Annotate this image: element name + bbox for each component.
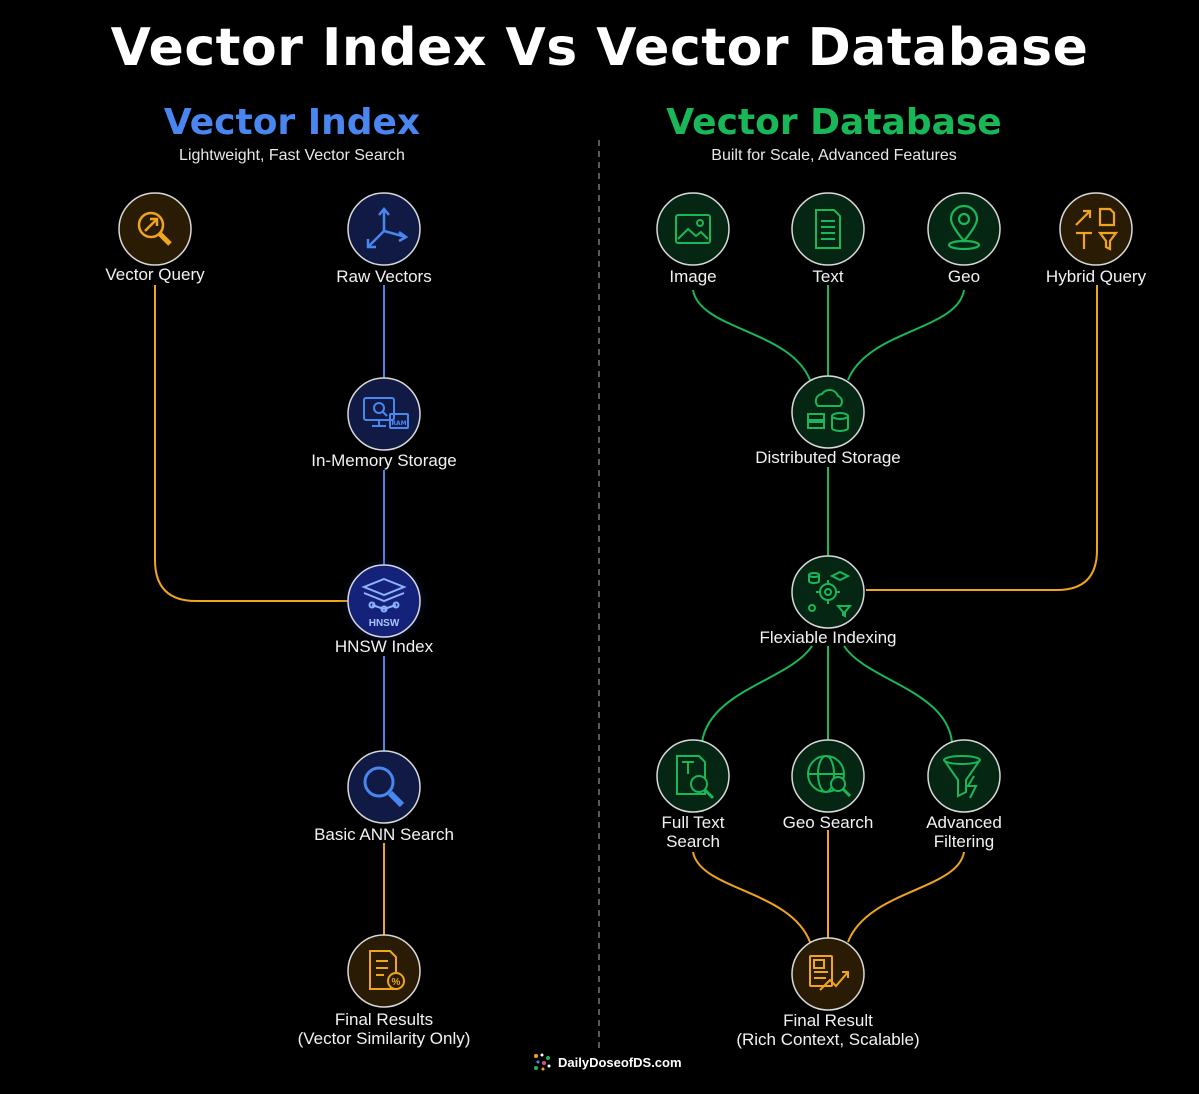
flexible-indexing-label: Flexiable Indexing xyxy=(759,628,897,647)
text-label: Text xyxy=(812,267,844,286)
edge-indexing-to-fulltext xyxy=(701,645,813,743)
edge-query-to-hnsw xyxy=(154,285,348,602)
raw-vectors-node xyxy=(347,192,421,266)
advanced-filtering-label: Advanced Filtering xyxy=(926,813,1002,851)
edge-filtering-to-result xyxy=(847,851,965,943)
svg-text:%: % xyxy=(392,977,401,988)
vector-query-label: Vector Query xyxy=(105,265,205,284)
report-percent-icon xyxy=(369,950,405,990)
image-icon xyxy=(675,214,711,244)
text-node xyxy=(791,192,865,266)
vector-database-subtitle: Built for Scale, Advanced Features xyxy=(711,147,957,164)
text-search-icon xyxy=(676,755,715,800)
monitor-ram-icon xyxy=(363,397,409,429)
image-node xyxy=(656,192,730,266)
ann-search-node xyxy=(347,750,421,824)
ann-search-label: Basic ANN Search xyxy=(314,825,454,844)
full-text-search-label: Full Text Search xyxy=(661,813,725,851)
hybrid-query-label: Hybrid Query xyxy=(1045,267,1147,286)
hnsw-badge: HNSW xyxy=(368,618,400,629)
graph-layers-icon xyxy=(361,577,407,613)
final-results-label: Final Results (Vector Similarity Only) xyxy=(297,1010,471,1048)
geo-label: Geo xyxy=(947,267,981,286)
geo-search-node xyxy=(791,739,865,813)
vector-index-heading: Vector Index xyxy=(163,102,421,143)
flexible-indexing-node xyxy=(791,555,865,629)
vector-query-node xyxy=(118,192,192,266)
edge-image-to-storage xyxy=(692,289,811,381)
advanced-filtering-node xyxy=(927,739,1001,813)
final-result-node xyxy=(791,937,865,1011)
vector-index-subtitle: Lightweight, Fast Vector Search xyxy=(179,147,405,164)
distributed-storage-label: Distributed Storage xyxy=(755,448,901,467)
edge-geo-to-storage xyxy=(847,289,965,381)
geo-node xyxy=(927,192,1001,266)
distributed-storage-node xyxy=(791,375,865,449)
vector-database-heading: Vector Database xyxy=(666,102,1002,143)
geo-search-label: Geo Search xyxy=(782,813,874,832)
funnel-bolt-icon xyxy=(943,755,981,799)
document-icon xyxy=(815,209,841,249)
brand-name: DailyDoseofDS.com xyxy=(558,1054,682,1070)
image-label: Image xyxy=(669,267,717,286)
gear-index-icon xyxy=(808,570,853,618)
final-results-node: % xyxy=(347,934,421,1008)
search-arrow-icon xyxy=(137,211,172,246)
edge-fulltext-to-result xyxy=(692,851,811,943)
map-pin-icon xyxy=(947,204,981,251)
hybrid-mix-icon xyxy=(1075,207,1119,251)
svg-text:RAM: RAM xyxy=(391,420,406,427)
brand-logo-icon xyxy=(534,1053,551,1071)
magnifier-icon xyxy=(363,766,405,808)
cloud-database-icon xyxy=(807,389,849,432)
hnsw-index-label: HNSW Index xyxy=(334,637,434,656)
globe-search-icon xyxy=(807,755,852,798)
page-title: Vector Index Vs Vector Database xyxy=(110,18,1089,78)
in-memory-storage-node: RAM xyxy=(347,377,421,451)
hybrid-query-node xyxy=(1059,192,1133,266)
raw-vectors-label: Raw Vectors xyxy=(336,267,432,286)
in-memory-storage-label: In-Memory Storage xyxy=(311,451,457,470)
footer-brand: DailyDoseofDS.com xyxy=(532,1052,682,1072)
axes-icon xyxy=(366,207,409,249)
edge-hybrid-to-indexing xyxy=(866,285,1098,591)
hnsw-index-node xyxy=(347,564,421,638)
report-growth-icon xyxy=(809,955,849,991)
full-text-search-node xyxy=(656,739,730,813)
final-result-label: Final Result (Rich Context, Scalable) xyxy=(736,1011,920,1049)
edge-indexing-to-filtering xyxy=(843,645,953,743)
